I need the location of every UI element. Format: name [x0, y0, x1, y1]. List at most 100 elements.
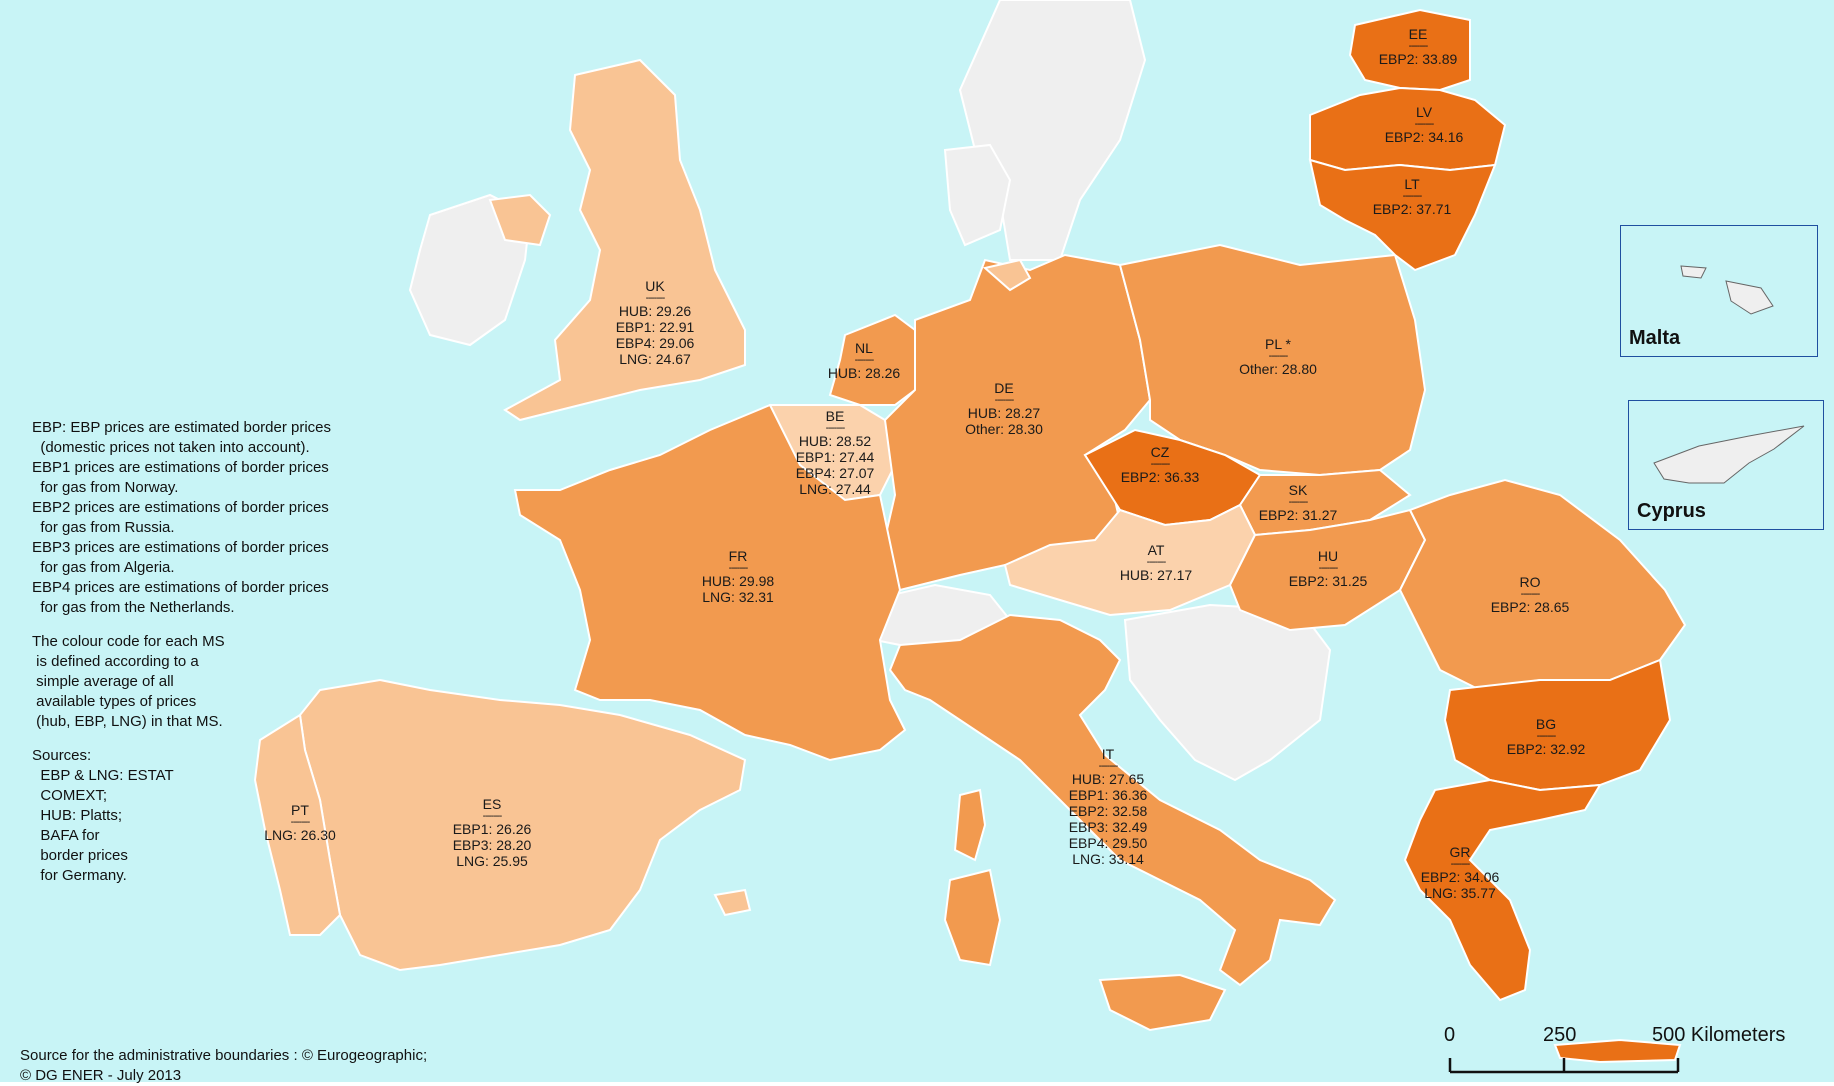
scale-label-500: 500 Kilometers	[1652, 1024, 1786, 1046]
legend-line: for Germany.	[32, 867, 127, 884]
legend-gap	[32, 732, 331, 746]
region-pt	[253, 713, 342, 936]
legend-line: available types of prices	[32, 693, 197, 710]
legend-line: EBP3 prices are estimations of border pr…	[32, 539, 329, 556]
malta-shape	[1680, 265, 1774, 315]
label-lt: LT-------EBP2: 37.71	[1373, 176, 1452, 217]
label-separator: -------	[1450, 858, 1471, 870]
country-code: LV	[1415, 104, 1433, 120]
malta-title: Malta	[1629, 327, 1681, 349]
price-value: EBP1: 26.26	[452, 821, 532, 837]
price-value: EBP2: 34.06	[1420, 869, 1500, 885]
country-code: IT	[1101, 746, 1115, 762]
label-pt: PT-------LNG: 26.30	[264, 802, 336, 843]
region-bg	[1443, 658, 1672, 792]
price-value: LNG: 26.30	[264, 827, 336, 843]
legend-line: The colour code for each MS	[32, 633, 225, 650]
label-separator: -------	[482, 810, 503, 822]
price-value: HUB: 28.26	[827, 365, 901, 381]
country-code: RO	[1519, 574, 1541, 590]
label-separator: -------	[825, 422, 846, 434]
country-code: DE	[994, 380, 1014, 396]
label-lv: LV-------EBP2: 34.16	[1385, 104, 1464, 145]
country-code: FR	[728, 548, 748, 564]
country-code: NL	[855, 340, 873, 356]
price-value: HUB: 28.52	[798, 433, 872, 449]
cyprus-inset: Cyprus	[1628, 400, 1824, 530]
price-value: LNG: 24.67	[619, 351, 691, 367]
scale-label-250: 250	[1543, 1024, 1577, 1046]
country-code: BE	[825, 408, 845, 424]
legend-line: EBP4 prices are estimations of border pr…	[32, 579, 329, 596]
legend-line: for gas from Norway.	[32, 479, 179, 496]
price-value: Other: 28.30	[965, 421, 1043, 437]
region-northern-ireland	[488, 193, 552, 247]
country-code: SK	[1288, 482, 1308, 498]
region-lt	[1308, 158, 1497, 272]
price-value: Other: 28.80	[1239, 361, 1317, 377]
label-separator: -------	[1288, 496, 1309, 508]
price-value: EBP2: 32.92	[1506, 741, 1586, 757]
region-es-balearic	[713, 888, 752, 917]
price-value: EBP3: 28.20	[452, 837, 532, 853]
price-value: HUB: 28.27	[967, 405, 1041, 421]
price-value: HUB: 29.98	[701, 573, 775, 589]
legend-line: (hub, EBP, LNG) in that MS.	[32, 713, 223, 730]
malta-inset: Malta	[1620, 225, 1818, 357]
label-separator: -------	[1414, 118, 1435, 130]
country-code: AT	[1147, 542, 1165, 558]
scale-bar: 0 250 500 Kilometers	[1440, 1020, 1834, 1082]
legend-line: EBP2 prices are estimations of border pr…	[32, 499, 329, 516]
price-value: LNG: 32.31	[702, 589, 774, 605]
scale-bar-lines	[1448, 1058, 1680, 1074]
country-code: EE	[1408, 26, 1428, 42]
country-code: GR	[1449, 844, 1471, 860]
price-value: EBP4: 27.07	[795, 465, 875, 481]
legend-line: (domestic prices not taken into account)…	[32, 439, 310, 456]
country-code: BG	[1535, 716, 1557, 732]
label-separator: -------	[290, 816, 311, 828]
label-ee: EE-------EBP2: 33.89	[1379, 26, 1458, 67]
legend-line: COMEXT;	[32, 787, 108, 804]
label-pl: PL *-------Other: 28.80	[1239, 336, 1317, 377]
legend-line: is defined according to a	[32, 653, 199, 670]
label-separator: -------	[994, 394, 1015, 406]
label-bg: BG-------EBP2: 32.92	[1507, 716, 1586, 757]
price-value: EBP1: 27.44	[795, 449, 875, 465]
price-value: EBP2: 32.58	[1068, 803, 1148, 819]
legend-line: EBP & LNG: ESTAT	[32, 767, 174, 784]
region-dk	[982, 258, 1032, 292]
label-separator: -------	[1536, 730, 1557, 742]
legend-line: simple average of all	[32, 673, 174, 690]
label-hu: HU-------EBP2: 31.25	[1289, 548, 1368, 589]
label-separator: -------	[1146, 556, 1167, 568]
legend-line: EBP1 prices are estimations of border pr…	[32, 459, 329, 476]
label-cz: CZ-------EBP2: 36.33	[1121, 444, 1200, 485]
price-value: LNG: 35.77	[1424, 885, 1496, 901]
label-separator: -------	[645, 292, 666, 304]
price-value: HUB: 27.65	[1071, 771, 1145, 787]
country-code: ES	[482, 796, 502, 812]
region-gr	[1403, 778, 1602, 1002]
price-value: HUB: 29.26	[618, 303, 692, 319]
label-at: AT-------HUB: 27.17	[1120, 542, 1192, 583]
label-separator: -------	[854, 354, 875, 366]
label-nl: NL-------HUB: 28.26	[828, 340, 900, 381]
legend-line: Sources:	[32, 747, 92, 764]
price-value: EBP2: 34.16	[1384, 129, 1464, 145]
legend-line: EBP: EBP prices are estimated border pri…	[32, 419, 332, 436]
price-value: EBP2: 37.71	[1372, 201, 1452, 217]
price-value: EBP1: 22.91	[615, 319, 695, 335]
region-fr-corsica	[953, 788, 987, 862]
legend-gap	[32, 618, 331, 632]
legend-line: HUB: Platts;	[32, 807, 123, 824]
country-code: PL *	[1265, 336, 1291, 352]
footer-line-1: Source for the administrative boundaries…	[20, 1047, 428, 1064]
price-value: EBP2: 31.25	[1288, 573, 1368, 589]
label-ro: RO-------EBP2: 28.65	[1491, 574, 1570, 615]
